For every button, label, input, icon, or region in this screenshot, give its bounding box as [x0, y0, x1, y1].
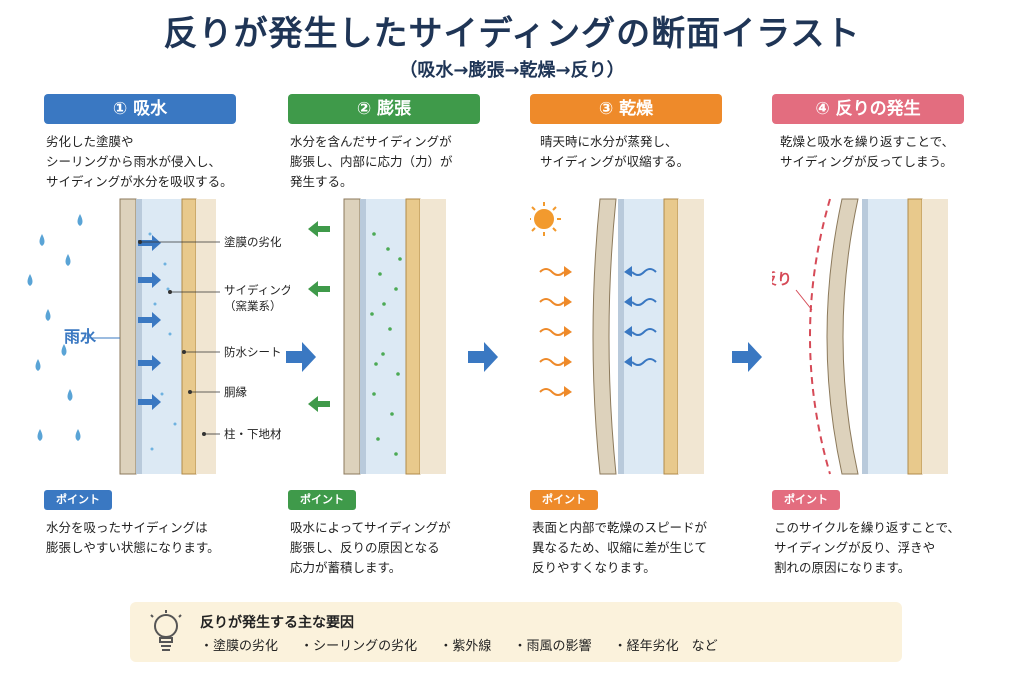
- cross-section-illustration: 雨水 塗膜の劣化 サイディング材 （窯業系） 防水シート 胴縁 柱・下地材: [27, 198, 290, 475]
- point-line: 吸水によってサイディングが: [290, 520, 451, 535]
- layer-label-furring-strip: 胴縁: [224, 385, 247, 399]
- factor-item: ・紫外線: [439, 639, 492, 654]
- desc-line: 乾燥と吸水を繰り返すことで、: [780, 134, 955, 149]
- step-badge: ② 膨張: [288, 94, 480, 124]
- step-panel-warp: ④ 反りの発生 乾燥と吸水を繰り返すことで、 サイディングが反ってしまう。 反り…: [772, 94, 1022, 584]
- layer-label-studs: 柱・下地材: [224, 427, 282, 441]
- step-panel-dry: ③ 乾燥 晴天時に水分が蒸発し、 サイディングが収縮する。: [530, 94, 780, 584]
- desc-line: サイディングが収縮する。: [540, 154, 690, 169]
- point-badge: ポイント: [772, 490, 840, 510]
- layer-label-coating: 塗膜の劣化: [224, 235, 282, 249]
- factor-item: ・経年劣化 など: [613, 639, 718, 654]
- point-line: 応力が蓄積します。: [290, 560, 402, 575]
- point-text: このサイクルを繰り返すことで、 サイディングが反り、浮きや 割れの原因になります…: [774, 518, 1014, 578]
- desc-line: 発生する。: [290, 174, 353, 189]
- step-description: 晴天時に水分が蒸発し、 サイディングが収縮する。: [540, 132, 780, 172]
- cross-section-illustration: 反り: [772, 198, 948, 475]
- desc-line: 晴天時に水分が蒸発し、: [540, 134, 678, 149]
- point-line: 膨張しやすい状態になります。: [46, 540, 220, 555]
- point-badge: ポイント: [288, 490, 356, 510]
- point-text: 表面と内部で乾燥のスピードが 異なるため、収縮に差が生じて 反りやすくなります。: [532, 518, 772, 578]
- sun-icon: [530, 202, 561, 236]
- desc-line: サイディングが反ってしまう。: [780, 154, 953, 169]
- point-badge: ポイント: [530, 490, 598, 510]
- point-line: 割れの原因になります。: [774, 560, 911, 575]
- arrow-right-icon: [732, 342, 762, 372]
- factor-item: ・塗膜の劣化: [200, 639, 279, 654]
- point-text: 水分を吸ったサイディングは 膨張しやすい状態になります。: [46, 518, 286, 558]
- point-line: このサイクルを繰り返すことで、: [774, 520, 961, 535]
- point-line: 膨張し、反りの原因となる: [290, 540, 440, 555]
- raindrop-icons: [27, 214, 83, 441]
- page-title: 反りが発生したサイディングの断面イラスト: [163, 14, 861, 54]
- rain-label: 雨水: [64, 327, 97, 346]
- warp-label: 反り: [772, 270, 792, 288]
- layer-label-siding: サイディング材: [224, 283, 290, 297]
- cross-section-illustration: [530, 198, 704, 475]
- factors-list: ・塗膜の劣化 ・シーリングの劣化 ・紫外線 ・雨風の影響 ・経年劣化 など: [200, 635, 736, 654]
- point-line: サイディングが反り、浮きや: [774, 540, 936, 555]
- point-line: 異なるため、収縮に差が生じて: [532, 540, 708, 555]
- desc-line: 水分を含んだサイディングが: [290, 134, 452, 149]
- point-line: 水分を吸ったサイディングは: [46, 520, 208, 535]
- desc-line: 劣化した塗膜や: [46, 134, 134, 149]
- point-text: 吸水によってサイディングが 膨張し、反りの原因となる 応力が蓄積します。: [290, 518, 530, 578]
- factor-item: ・雨風の影響: [513, 639, 592, 654]
- step-badge: ① 吸水: [44, 94, 236, 124]
- desc-line: シーリングから雨水が侵入し、: [46, 154, 222, 169]
- step-panel-absorb: ① 吸水 劣化した塗膜や シーリングから雨水が侵入し、 サイディングが水分を吸収…: [27, 94, 294, 584]
- arrow-right-icon: [286, 342, 316, 372]
- factors-title: 反りが発生する主な要因: [200, 615, 354, 631]
- page-subtitle: （吸水→膨張→乾燥→反り）: [399, 60, 625, 81]
- arrow-right-icon: [468, 342, 498, 372]
- point-line: 反りやすくなります。: [532, 560, 656, 575]
- desc-line: サイディングが水分を吸収する。: [46, 174, 233, 189]
- step-description: 水分を含んだサイディングが 膨張し、内部に応力（力）が 発生する。: [290, 132, 530, 192]
- step-badge: ④ 反りの発生: [772, 94, 964, 124]
- step-panel-expand: ② 膨張 水分を含んだサイディングが 膨張し、内部に応力（力）が 発生する。 ポ…: [288, 94, 538, 584]
- factors-box: 反りが発生する主な要因 ・塗膜の劣化 ・シーリングの劣化 ・紫外線 ・雨風の影響…: [130, 602, 902, 662]
- point-line: 表面と内部で乾燥のスピードが: [532, 520, 708, 535]
- desc-line: 膨張し、内部に応力（力）が: [290, 154, 453, 169]
- step-description: 劣化した塗膜や シーリングから雨水が侵入し、 サイディングが水分を吸収する。: [46, 132, 286, 192]
- layer-label-siding-type: （窯業系）: [224, 299, 282, 313]
- point-badge: ポイント: [44, 490, 112, 510]
- layer-label-waterproof-sheet: 防水シート: [224, 345, 282, 359]
- step-description: 乾燥と吸水を繰り返すことで、 サイディングが反ってしまう。: [780, 132, 1020, 172]
- step-badge: ③ 乾燥: [530, 94, 722, 124]
- factor-item: ・シーリングの劣化: [300, 639, 418, 654]
- cross-section-illustration: [308, 198, 446, 475]
- lightbulb-icon: [150, 610, 182, 651]
